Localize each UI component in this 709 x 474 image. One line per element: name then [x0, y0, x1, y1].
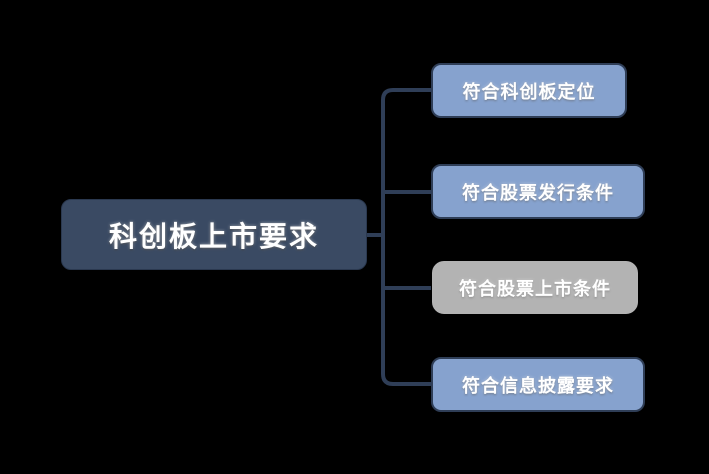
- child-node-1-label: 符合科创板定位: [462, 81, 596, 102]
- child-node-4[interactable]: 符合信息披露要求: [431, 357, 645, 412]
- child-node-2-label: 符合股票发行条件: [462, 182, 614, 203]
- child-node-1[interactable]: 符合科创板定位: [431, 63, 627, 118]
- root-node[interactable]: 科创板上市要求: [61, 199, 367, 270]
- root-node-label: 科创板上市要求: [108, 220, 319, 252]
- child-node-2[interactable]: 符合股票发行条件: [431, 164, 645, 219]
- child-node-3[interactable]: 符合股票上市条件: [432, 261, 638, 314]
- child-node-4-label: 符合信息披露要求: [462, 375, 614, 396]
- child-node-3-label: 符合股票上市条件: [459, 278, 611, 299]
